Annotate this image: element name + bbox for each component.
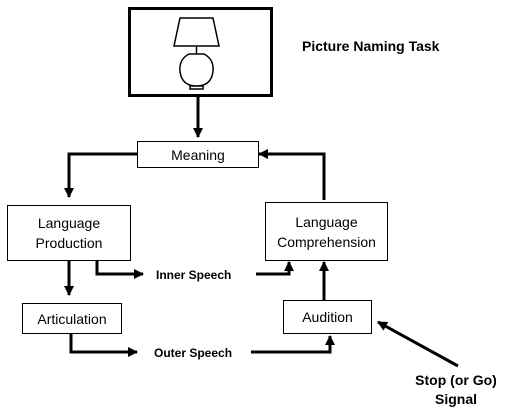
language-comprehension-box: Language Comprehension: [265, 202, 388, 261]
arrow-inner-speech-to-comprehension: [256, 261, 294, 276]
arrow-signal-to-audition: [377, 320, 459, 368]
outer-speech-label: Outer Speech: [154, 346, 233, 360]
arrow-comprehension-to-meaning: [258, 149, 326, 200]
language-production-box: Language Production: [7, 205, 131, 261]
arrow-production-to-inner-speech: [95, 261, 144, 279]
picture-frame: [128, 7, 273, 97]
meaning-box: Meaning: [137, 141, 259, 168]
lamp-icon: [173, 17, 220, 90]
arrow-articulation-to-outer-speech: [69, 334, 138, 357]
audition-box: Audition: [283, 300, 372, 334]
arrow-meaning-to-production: [64, 152, 137, 198]
inner-speech-label: Inner Speech: [156, 268, 232, 282]
articulation-box: Articulation: [22, 303, 122, 334]
stop-signal-label: Stop (or Go) Signal: [415, 372, 497, 407]
arrow-outer-speech-to-audition: [251, 335, 335, 354]
diagram-title: Picture Naming Task: [302, 38, 440, 54]
